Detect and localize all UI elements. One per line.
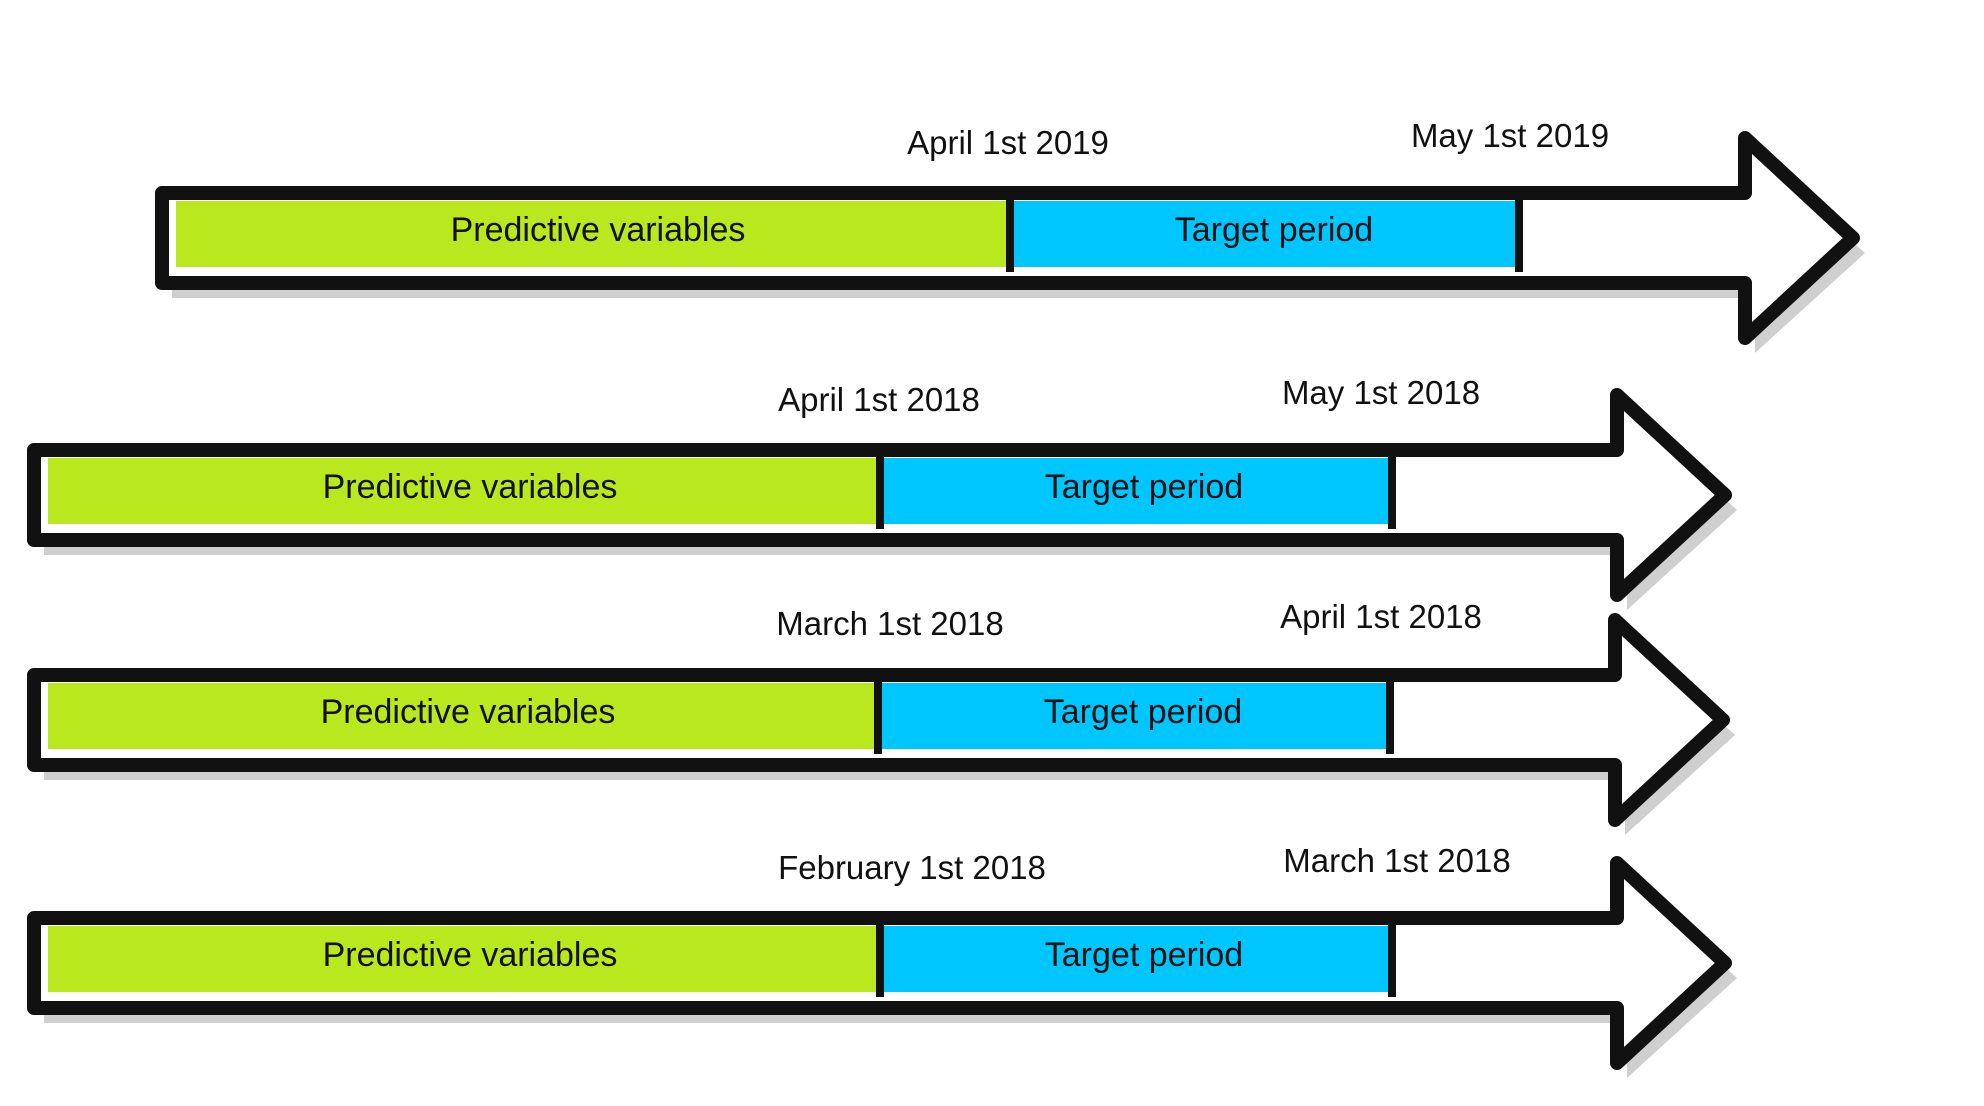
predictive-label: Predictive variables	[323, 468, 618, 506]
predictive-segment	[48, 683, 875, 749]
target-start-date: April 1st 2019	[907, 124, 1109, 161]
target-segment	[883, 926, 1388, 992]
predictive-label: Predictive variables	[323, 936, 618, 974]
timeline-1: Predictive variables Target period April…	[155, 117, 1865, 353]
target-segment	[881, 683, 1386, 749]
target-label: Target period	[1045, 468, 1243, 506]
target-segment	[883, 458, 1388, 524]
target-label: Target period	[1175, 211, 1373, 249]
predictive-segment	[48, 926, 877, 992]
target-end-date: May 1st 2018	[1282, 374, 1480, 411]
target-start-date: April 1st 2018	[778, 381, 980, 418]
target-start-date: February 1st 2018	[778, 849, 1046, 886]
target-end-date: April 1st 2018	[1280, 598, 1482, 635]
predictive-segment	[176, 201, 1007, 267]
predictive-label: Predictive variables	[321, 693, 616, 731]
target-start-date: March 1st 2018	[776, 605, 1003, 642]
target-segment	[1013, 201, 1515, 267]
target-end-date: March 1st 2018	[1283, 842, 1510, 879]
target-label: Target period	[1045, 936, 1243, 974]
target-end-date: May 1st 2019	[1411, 117, 1609, 154]
timeline-4: Predictive variables Target period Febru…	[27, 842, 1737, 1078]
predictive-label: Predictive variables	[451, 211, 746, 249]
predictive-segment	[48, 458, 877, 524]
timeline-2: Predictive variables Target period April…	[27, 374, 1737, 610]
timeline-3: Predictive variables Target period March…	[27, 598, 1735, 835]
target-label: Target period	[1044, 693, 1242, 731]
